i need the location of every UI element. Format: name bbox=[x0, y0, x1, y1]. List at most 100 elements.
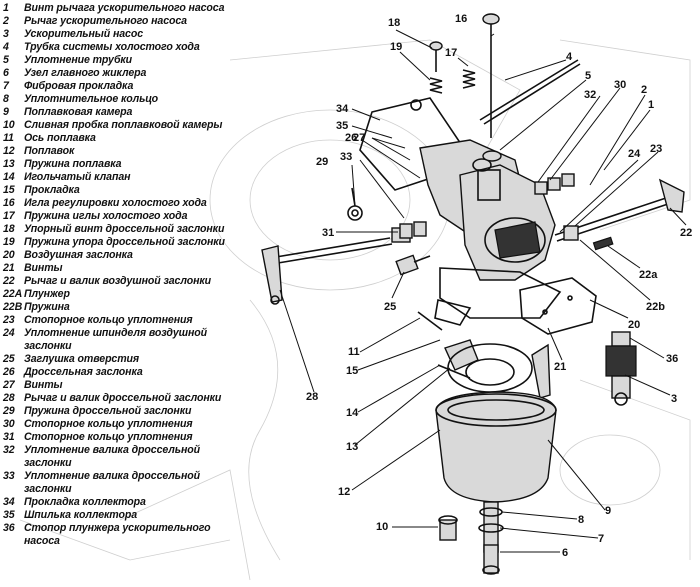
legend-description: Уплотнение трубки bbox=[24, 54, 133, 66]
callout-7: 7 bbox=[598, 533, 604, 545]
legend-number: 27 bbox=[3, 379, 15, 391]
legend-number: 33 bbox=[3, 470, 15, 482]
callout-17: 17 bbox=[445, 47, 457, 59]
legend-description: Поплавок bbox=[24, 145, 75, 157]
callout-9: 9 bbox=[605, 505, 611, 517]
callout-6: 6 bbox=[562, 547, 568, 559]
callout-28: 28 bbox=[306, 391, 318, 403]
legend-description: Шпилька коллектора bbox=[24, 509, 137, 521]
callout-27: 27 bbox=[353, 132, 365, 144]
part-idle-needle bbox=[482, 13, 500, 138]
legend-description: Воздушная заслонка bbox=[24, 249, 133, 261]
leader-lines bbox=[279, 29, 687, 553]
legend-number: 14 bbox=[3, 171, 15, 183]
callout-15: 15 bbox=[346, 365, 358, 377]
legend-description: Узел главного жиклера bbox=[24, 67, 147, 79]
legend-description: Винт рычага ускорительного насоса bbox=[24, 2, 225, 14]
callout-36: 36 bbox=[666, 353, 678, 365]
legend-description: Уплотнение валика дроссельной заслонки bbox=[24, 444, 201, 469]
callout-22a: 22a bbox=[639, 269, 658, 281]
legend-number: 23 bbox=[3, 314, 15, 326]
legend-description: Уплотнение шпинделя воздушной заслонки bbox=[24, 327, 207, 352]
legend-description: Пружина bbox=[24, 301, 70, 313]
part-blanking-plug bbox=[395, 254, 431, 276]
legend-number: 22B bbox=[3, 301, 23, 313]
callout-3: 3 bbox=[671, 393, 677, 405]
legend-description: Стопорное кольцо уплотнения bbox=[24, 314, 193, 326]
legend-number: 32 bbox=[3, 444, 15, 456]
legend-description: Ускорительный насос bbox=[24, 28, 144, 40]
legend-description: Заглушка отверстия bbox=[24, 353, 140, 365]
legend-description: Сливная пробка поплавковой камеры bbox=[24, 119, 223, 131]
part-main-body bbox=[419, 139, 556, 281]
callout-4: 4 bbox=[566, 51, 573, 63]
legend-number: 15 bbox=[3, 184, 15, 196]
legend-description: Стопорное кольцо уплотнения bbox=[24, 418, 193, 430]
callout-31: 31 bbox=[322, 227, 334, 239]
legend-description: Рычаг ускорительного насоса bbox=[24, 15, 187, 27]
legend-number: 17 bbox=[3, 210, 15, 222]
callout-19: 19 bbox=[390, 41, 402, 53]
legend-description: Пружина поплавка bbox=[24, 158, 122, 170]
legend-description: Ось поплавка bbox=[24, 132, 96, 144]
callout-22b: 22b bbox=[646, 301, 665, 313]
part-accelerator-pump bbox=[605, 331, 637, 406]
legend-number: 7 bbox=[3, 80, 9, 92]
legend-number: 30 bbox=[3, 418, 15, 430]
legend-number: 10 bbox=[3, 119, 15, 131]
callout-8: 8 bbox=[578, 514, 584, 526]
legend-number: 29 bbox=[3, 405, 15, 417]
callout-14: 14 bbox=[346, 407, 359, 419]
callout-labels: 1 2 3 4 5 6 7 8 9 10 11 12 13 14 15 16 1… bbox=[306, 13, 692, 559]
part-throttle-stop-screw bbox=[429, 41, 443, 94]
legend-number: 2 bbox=[3, 15, 9, 27]
legend-item: 35 Шпилька коллектора bbox=[3, 509, 235, 522]
callout-29: 29 bbox=[316, 156, 328, 168]
legend-number: 16 bbox=[3, 197, 15, 209]
callout-26: 26 bbox=[345, 132, 357, 144]
legend-item: 30 Стопорное кольцо уплотнения bbox=[3, 418, 235, 431]
legend-item: 9 Поплавковая камера bbox=[3, 106, 235, 119]
callout-2: 2 bbox=[641, 84, 647, 96]
legend-description: Уплотнение валика дроссельной заслонки bbox=[24, 470, 201, 495]
legend-description: Игла регулировки холостого хода bbox=[24, 197, 207, 209]
callout-32: 32 bbox=[584, 89, 596, 101]
legend-number: 31 bbox=[3, 431, 15, 443]
legend-number: 18 bbox=[3, 223, 15, 235]
legend-number: 25 bbox=[3, 353, 15, 365]
callout-25: 25 bbox=[384, 301, 396, 313]
callout-16: 16 bbox=[455, 13, 467, 25]
legend-description: Игольчатый клапан bbox=[24, 171, 131, 183]
part-choke-plunger bbox=[592, 236, 614, 251]
legend-item: 32 Уплотнение валика дроссельной заслонки bbox=[3, 444, 235, 470]
callout-11: 11 bbox=[348, 346, 360, 358]
callout-12: 12 bbox=[338, 486, 350, 498]
legend-number: 3 bbox=[3, 28, 9, 40]
legend-item: 33 Уплотнение валика дроссельной заслонки bbox=[3, 470, 235, 496]
callout-20: 20 bbox=[628, 319, 640, 331]
legend-description: Трубка системы холостого хода bbox=[24, 41, 200, 53]
legend-number: 35 bbox=[3, 509, 15, 521]
legend-number: 19 bbox=[3, 236, 15, 248]
part-idle-needle-spring bbox=[462, 69, 476, 89]
legend-description: Поплавковая камера bbox=[24, 106, 133, 118]
legend-description: Плунжер bbox=[24, 288, 70, 300]
legend-item: 14 Игольчатый клапан bbox=[3, 171, 235, 184]
legend-number: 21 bbox=[3, 262, 15, 274]
callout-1: 1 bbox=[648, 99, 654, 111]
part-main-gasket bbox=[434, 267, 562, 326]
callout-24: 24 bbox=[628, 148, 641, 160]
legend-number: 9 bbox=[3, 106, 9, 118]
